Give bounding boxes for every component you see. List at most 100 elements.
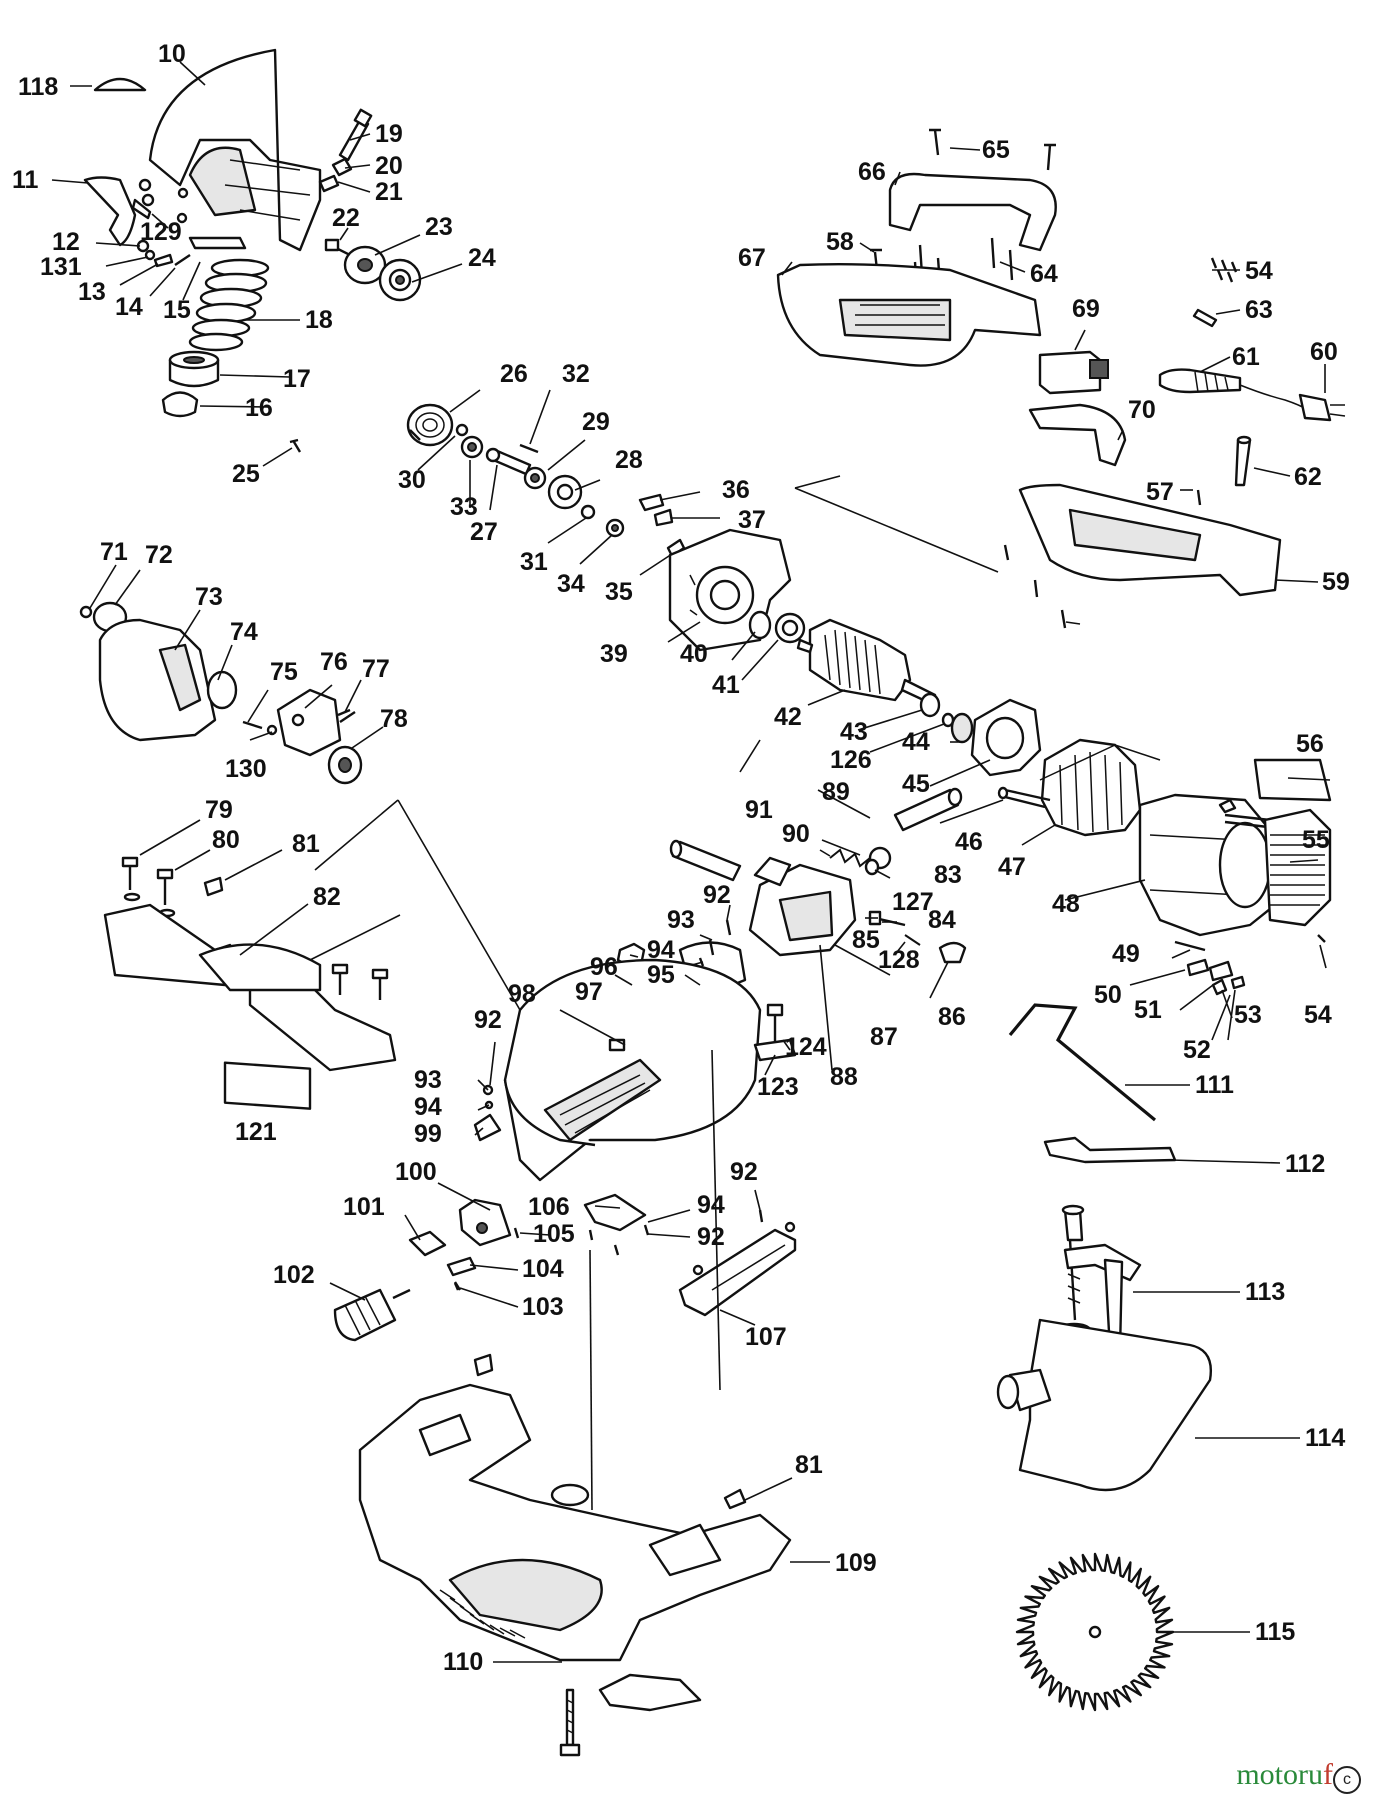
- callout-92b: 92: [474, 1006, 502, 1034]
- callout-64: 64: [1030, 260, 1058, 288]
- callout-28: 28: [615, 446, 643, 474]
- callout-114: 114: [1305, 1424, 1345, 1452]
- callout-10: 10: [158, 40, 186, 68]
- callout-71: 71: [100, 538, 128, 566]
- callout-128: 128: [878, 946, 920, 974]
- callout-22: 22: [332, 204, 360, 232]
- callout-34: 34: [557, 570, 585, 598]
- callout-65: 65: [982, 136, 1010, 164]
- callout-93b: 93: [414, 1066, 442, 1094]
- copyright-circle-icon: c: [1333, 1766, 1361, 1794]
- callout-79: 79: [205, 796, 233, 824]
- part-drawings: [79, 48, 1346, 1757]
- callout-52: 52: [1183, 1036, 1211, 1064]
- callout-81b: 81: [795, 1451, 823, 1479]
- callout-126: 126: [830, 746, 872, 774]
- callout-20: 20: [375, 152, 403, 180]
- callout-37: 37: [738, 506, 766, 534]
- callout-47: 47: [998, 853, 1026, 881]
- callout-113: 113: [1245, 1278, 1285, 1306]
- callout-92d: 92: [730, 1158, 758, 1186]
- callout-58: 58: [826, 228, 854, 256]
- callout-115: 115: [1255, 1618, 1295, 1646]
- callout-40: 40: [680, 640, 708, 668]
- callout-49: 49: [1112, 940, 1140, 968]
- callout-25: 25: [232, 460, 260, 488]
- callout-32: 32: [562, 360, 590, 388]
- callout-81: 81: [292, 830, 320, 858]
- callout-94: 94: [647, 936, 675, 964]
- callout-74: 74: [230, 618, 258, 646]
- callout-85: 85: [852, 926, 880, 954]
- callout-57: 57: [1146, 478, 1174, 506]
- callout-118: 118: [18, 73, 58, 101]
- callout-59: 59: [1322, 568, 1350, 596]
- leader-lines: [51, 61, 1331, 1663]
- callout-86: 86: [938, 1003, 966, 1031]
- callout-101: 101: [343, 1193, 385, 1221]
- callout-48: 48: [1052, 890, 1080, 918]
- callout-91: 91: [745, 796, 773, 824]
- callout-102: 102: [273, 1261, 315, 1289]
- callout-121: 121: [235, 1118, 277, 1146]
- callout-63: 63: [1245, 296, 1273, 324]
- callout-100: 100: [395, 1158, 437, 1186]
- callout-124: 124: [785, 1033, 827, 1061]
- callout-93: 93: [667, 906, 695, 934]
- callout-43: 43: [840, 718, 868, 746]
- callout-76: 76: [320, 648, 348, 676]
- callout-78: 78: [380, 705, 408, 733]
- callout-51: 51: [1134, 996, 1162, 1024]
- saw-blade: [1015, 1552, 1175, 1712]
- callout-45: 45: [902, 770, 930, 798]
- callout-96: 96: [590, 953, 618, 981]
- callout-39: 39: [600, 640, 628, 668]
- callout-60: 60: [1310, 338, 1338, 366]
- callout-129: 129: [140, 218, 182, 246]
- callout-26: 26: [500, 360, 528, 388]
- callout-107: 107: [745, 1323, 787, 1351]
- callout-131: 131: [40, 253, 82, 281]
- callout-24: 24: [468, 244, 496, 272]
- callout-27: 27: [470, 518, 498, 546]
- callout-46: 46: [955, 828, 983, 856]
- callout-15: 15: [163, 296, 191, 324]
- callout-53: 53: [1234, 1001, 1262, 1029]
- callout-83: 83: [934, 861, 962, 889]
- callout-75: 75: [270, 658, 298, 686]
- callout-87: 87: [870, 1023, 898, 1051]
- callout-70: 70: [1128, 396, 1156, 424]
- callout-36: 36: [722, 476, 750, 504]
- callout-72: 72: [145, 541, 173, 569]
- callout-13: 13: [78, 278, 106, 306]
- callout-16: 16: [245, 394, 273, 422]
- callout-130: 130: [225, 755, 267, 783]
- callout-19: 19: [375, 120, 403, 148]
- callout-17: 17: [283, 365, 311, 393]
- callout-103: 103: [522, 1293, 564, 1321]
- callout-92c: 92: [697, 1223, 725, 1251]
- callout-92: 92: [703, 881, 731, 909]
- callout-89: 89: [822, 778, 850, 806]
- callout-94c: 94: [697, 1191, 725, 1219]
- callout-77: 77: [362, 655, 390, 683]
- callout-66: 66: [858, 158, 886, 186]
- callout-33: 33: [450, 493, 478, 521]
- callout-90: 90: [782, 820, 810, 848]
- callout-112: 112: [1285, 1150, 1325, 1178]
- callout-55: 55: [1302, 826, 1330, 854]
- callout-50: 50: [1094, 981, 1122, 1009]
- callout-labels: 118 10 19 20 21 11 129 22 23 12 131 24 1…: [12, 40, 1350, 1676]
- callout-97: 97: [575, 978, 603, 1006]
- callout-23: 23: [425, 213, 453, 241]
- callout-41: 41: [712, 671, 740, 699]
- callout-44: 44: [902, 728, 930, 756]
- callout-54b: 54: [1304, 1001, 1332, 1029]
- callout-30: 30: [398, 466, 426, 494]
- callout-82: 82: [313, 883, 341, 911]
- callout-61: 61: [1232, 343, 1260, 371]
- callout-98: 98: [508, 980, 536, 1008]
- callout-106: 106: [528, 1193, 570, 1221]
